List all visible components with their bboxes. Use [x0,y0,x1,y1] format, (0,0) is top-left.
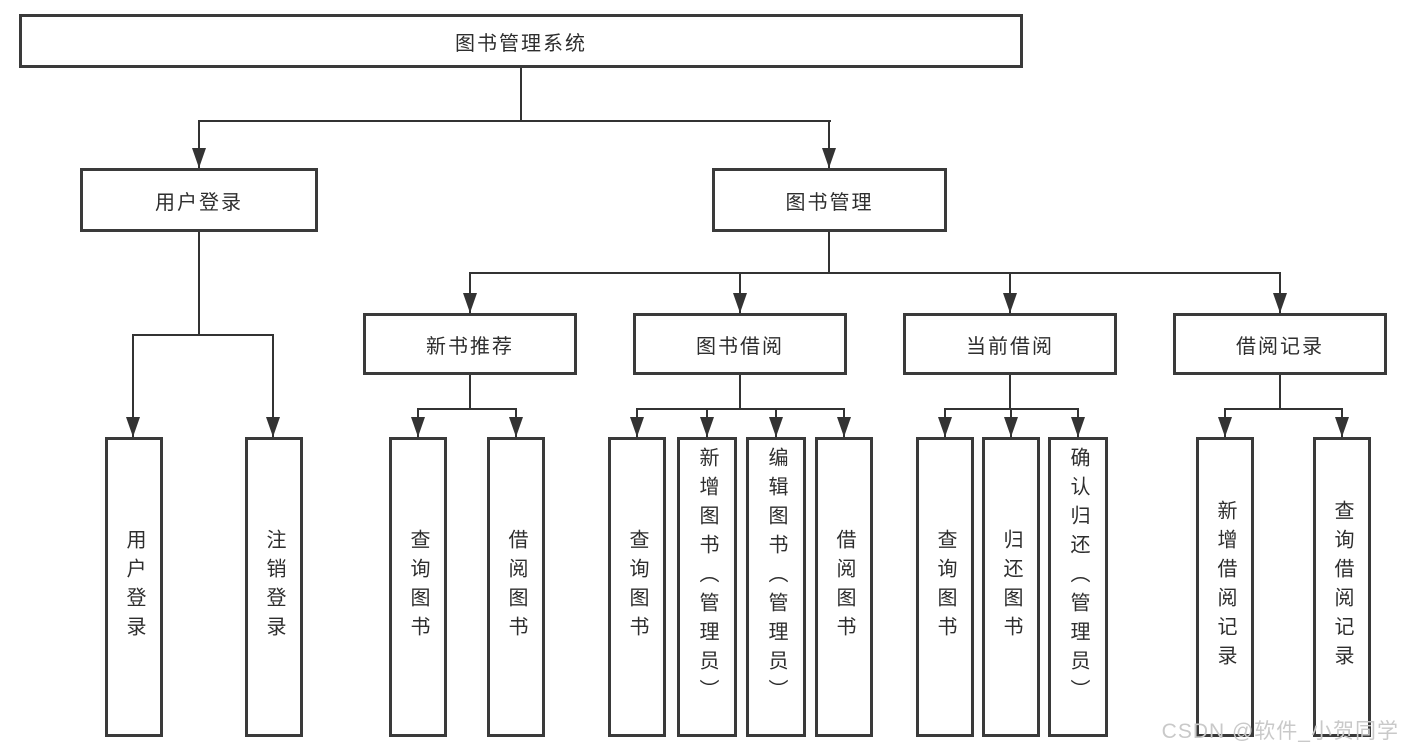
node-add-books-admin: 新增图书（管理员） [677,437,737,737]
connector-line [198,232,200,336]
node-confirm-return-admin: 确认归还（管理员） [1048,437,1108,737]
connector-line [828,232,830,274]
connector-line [828,120,830,168]
node-borrow-books-recommend: 借阅图书 [487,437,545,737]
connector-line [1279,375,1281,410]
node-label: 借阅记录 [1236,335,1324,358]
node-label: 图书管理 [785,191,874,214]
arrow-down-icon [1273,293,1287,313]
node-label: 新增图书（管理员） [696,447,718,708]
node-label: 编辑图书（管理员） [765,447,787,708]
arrow-down-icon [1004,417,1018,437]
arrow-down-icon [1003,293,1017,313]
node-edit-books-admin: 编辑图书（管理员） [746,437,806,737]
node-user-login: 用户登录 [80,168,318,232]
arrow-down-icon [266,417,280,437]
connector-line [1224,408,1342,410]
connector-line [636,408,844,410]
arrow-down-icon [822,148,836,168]
arrow-down-icon [1335,417,1349,437]
connector-line [198,120,831,122]
connector-line [1009,375,1011,410]
connector-line [1279,272,1281,313]
node-label: 当前借阅 [966,335,1054,358]
node-query-borrow-record: 查询借阅记录 [1313,437,1371,737]
connector-line [520,68,522,122]
node-label: 图书管理系统 [455,32,587,55]
connector-line [132,334,134,437]
node-logout: 注销登录 [245,437,303,737]
node-label: 查询图书 [626,529,648,645]
node-label: 用户登录 [155,191,243,214]
arrow-down-icon [509,417,523,437]
connector-line [132,334,274,336]
node-return-books: 归还图书 [982,437,1040,737]
node-user-login-leaf: 用户登录 [105,437,163,737]
connector-line [469,375,471,410]
arrow-down-icon [630,417,644,437]
node-label: 查询图书 [407,529,429,645]
connector-line [198,120,200,168]
node-borrowing-records: 借阅记录 [1173,313,1387,375]
arrow-down-icon [769,417,783,437]
node-query-books-recommend: 查询图书 [389,437,447,737]
node-label: 注销登录 [263,529,285,645]
node-label: 新增借阅记录 [1214,500,1236,674]
connector-line [417,408,517,410]
connector-line [1009,272,1011,313]
node-label: 图书借阅 [696,335,784,358]
node-add-borrow-record: 新增借阅记录 [1196,437,1254,737]
node-new-book-recommend: 新书推荐 [363,313,577,375]
arrow-down-icon [1071,417,1085,437]
arrow-down-icon [700,417,714,437]
arrow-down-icon [837,417,851,437]
node-current-borrowing: 当前借阅 [903,313,1117,375]
csdn-watermark: CSDN @软件_小贺同学 [1161,720,1399,743]
arrow-down-icon [938,417,952,437]
node-label: 确认归还（管理员） [1067,447,1089,708]
node-book-management: 图书管理 [712,168,947,232]
node-query-books-current: 查询图书 [916,437,974,737]
connector-line [739,375,741,410]
arrow-down-icon [733,293,747,313]
node-book-borrowing: 图书借阅 [633,313,847,375]
node-label: 新书推荐 [426,335,514,358]
node-label: 借阅图书 [505,529,527,645]
connector-line [469,272,1280,274]
node-library-management-system: 图书管理系统 [19,14,1023,68]
connector-line [739,272,741,313]
node-label: 查询图书 [934,529,956,645]
node-label: 用户登录 [123,529,145,645]
connector-line [469,272,471,313]
connector-line [272,334,274,437]
node-label: 查询借阅记录 [1331,500,1353,674]
arrow-down-icon [411,417,425,437]
node-label: 归还图书 [1000,529,1022,645]
arrow-down-icon [463,293,477,313]
arrow-down-icon [126,417,140,437]
node-label: 借阅图书 [833,529,855,645]
node-borrow-books: 借阅图书 [815,437,873,737]
node-query-books-borrowing: 查询图书 [608,437,666,737]
arrow-down-icon [1218,417,1232,437]
arrow-down-icon [192,148,206,168]
